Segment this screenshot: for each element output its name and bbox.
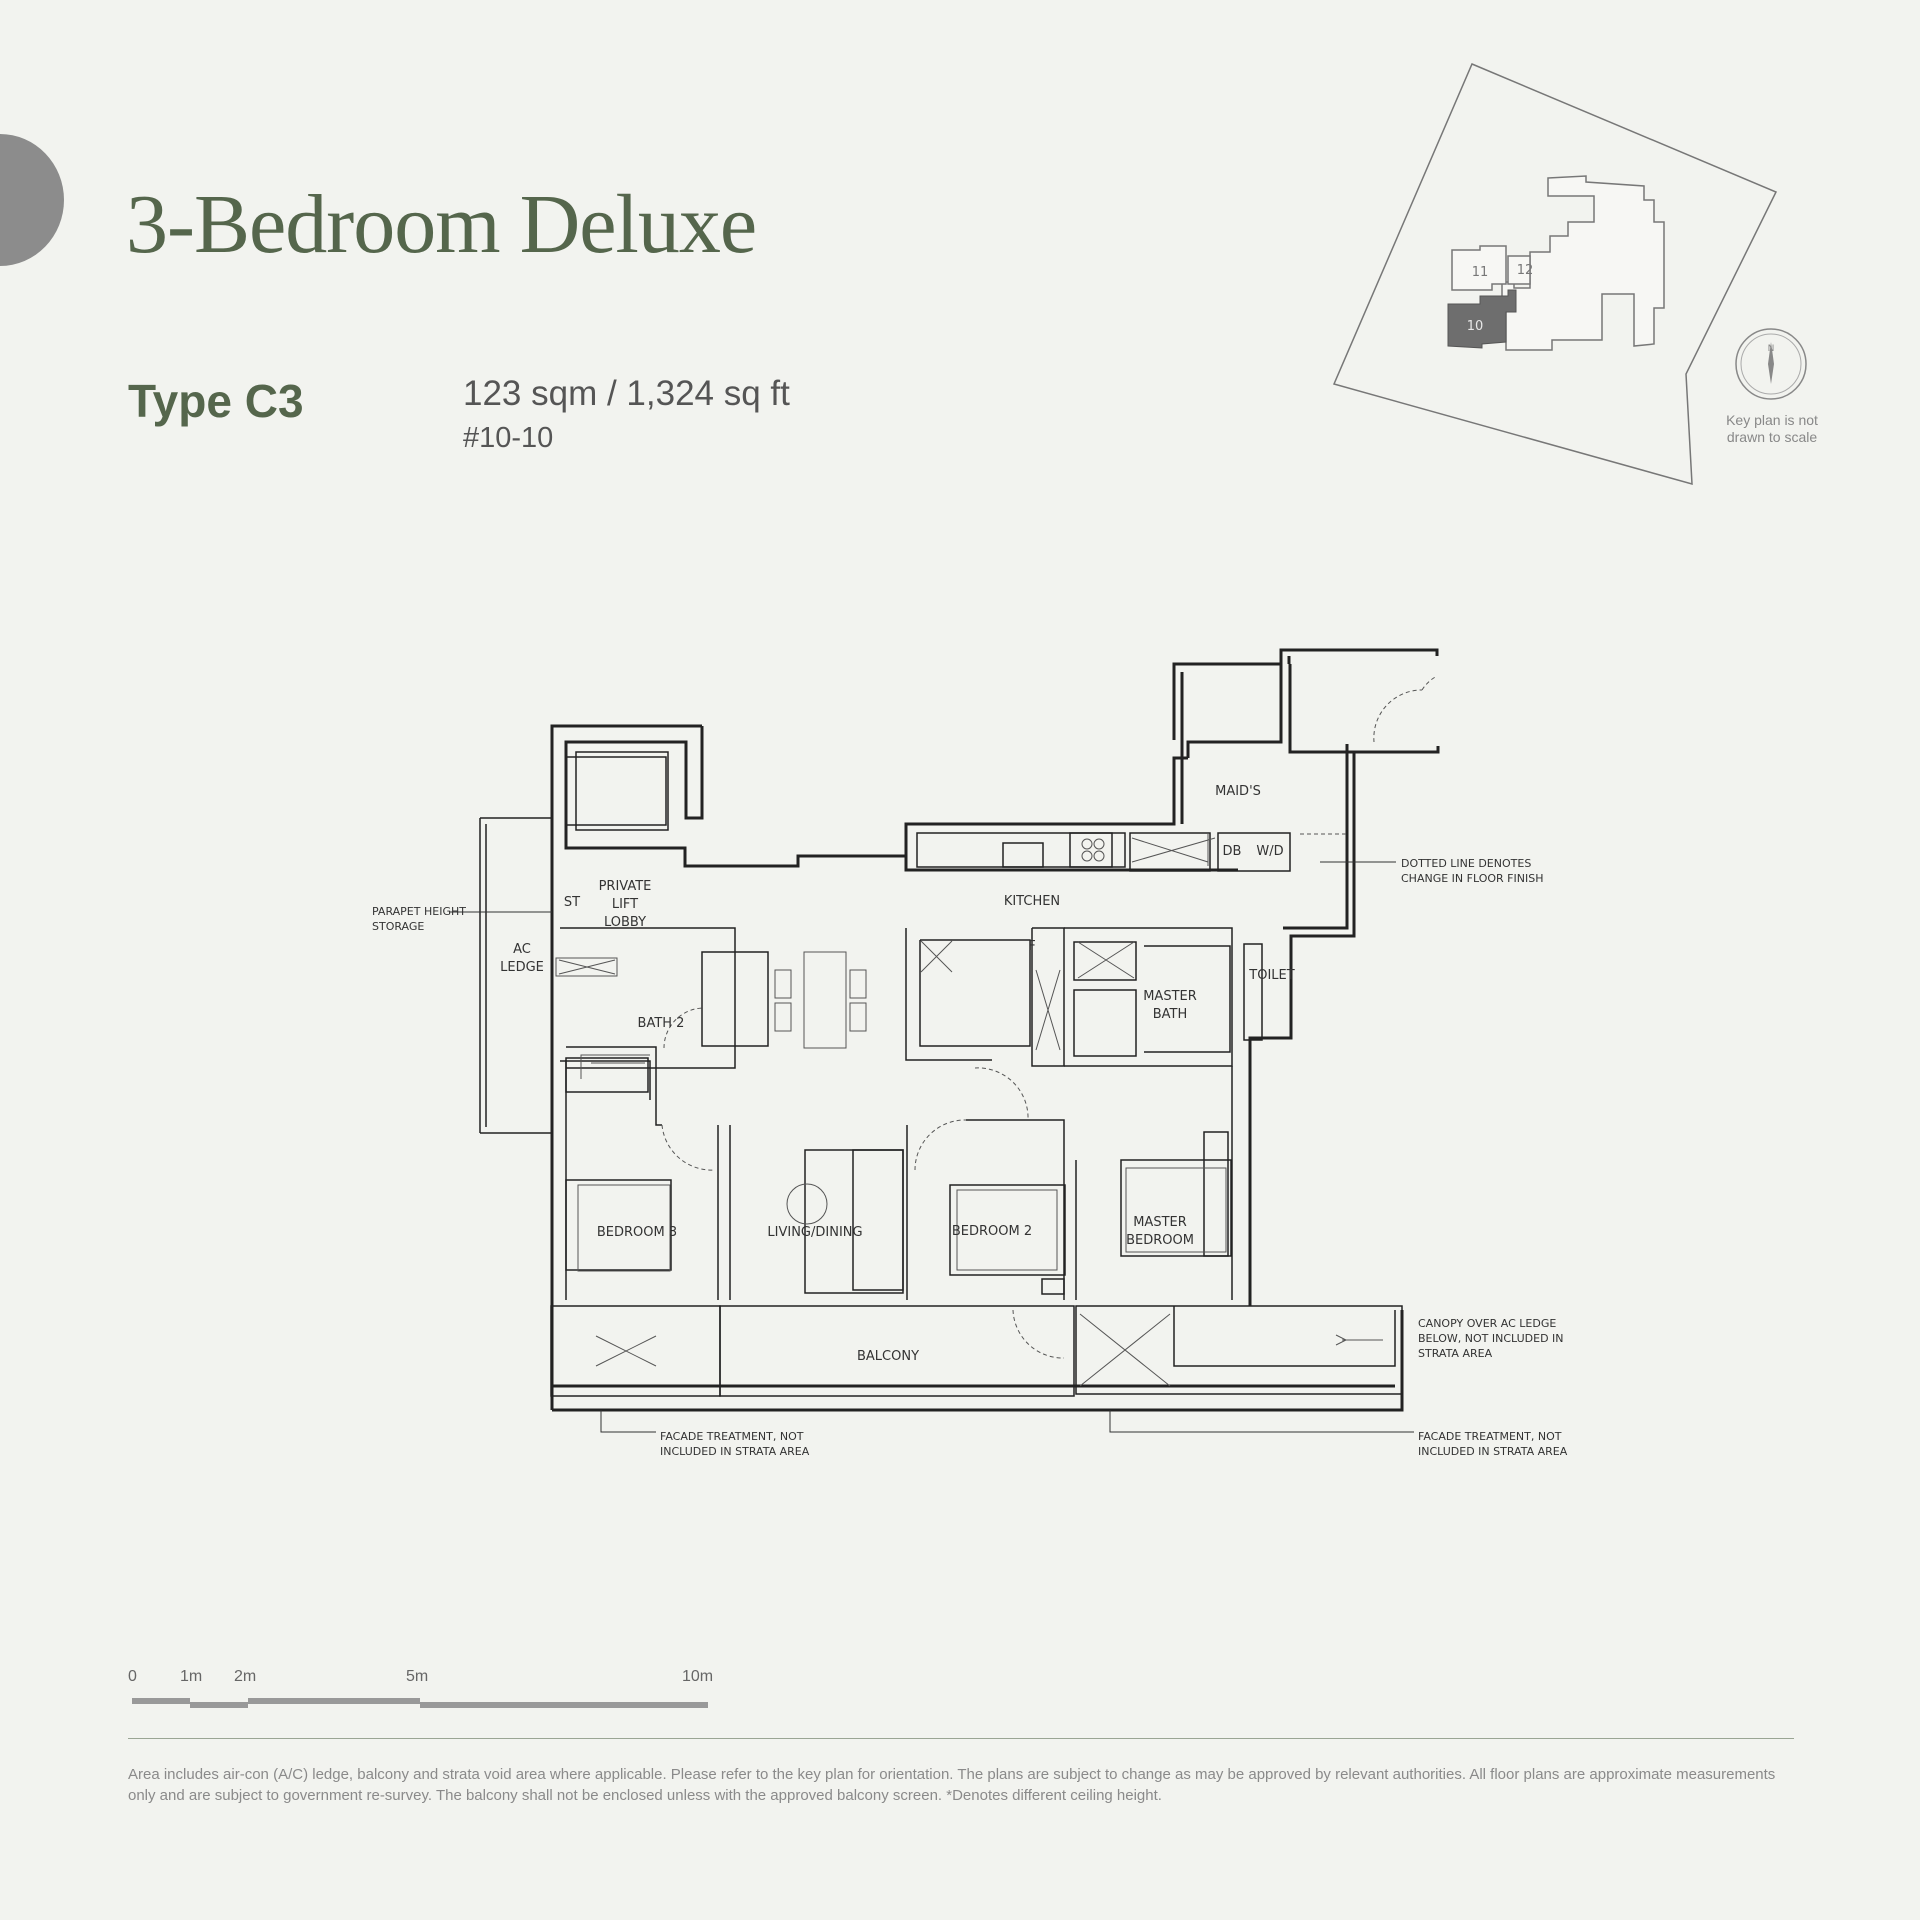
room-label-kitchen: KITCHEN [1004, 894, 1060, 909]
room-label-ac-ledge-1: AC [513, 942, 531, 957]
scale-label-5m: 5m [406, 1668, 429, 1685]
stack-12-outline [1507, 255, 1531, 285]
annotation-parapet-2: STORAGE [372, 920, 424, 933]
fridge-label: F [1028, 939, 1035, 954]
room-label-balcony: BALCONY [857, 1349, 919, 1364]
key-plan-note: Key plan is not drawn to scale [1726, 412, 1818, 445]
compass-letter: N [1768, 344, 1775, 354]
interior-walls [479, 751, 1403, 1397]
room-label-living-dining: LIVING/DINING [767, 1225, 862, 1240]
footer-divider [128, 1738, 1794, 1739]
room-label-master-bedroom-2: BEDROOM [1126, 1233, 1194, 1248]
door-swings [661, 675, 1438, 1359]
annotation-facade-right-1: FACADE TREATMENT, NOT [1418, 1430, 1562, 1443]
stack-10-highlight [1447, 289, 1517, 349]
room-label-lobby-3: LOBBY [604, 915, 646, 930]
room-label-master-bedroom-1: MASTER [1133, 1215, 1187, 1230]
building-outline [1501, 175, 1665, 351]
room-label-toilet: TOILET [1248, 968, 1294, 983]
unit-number: #10-10 [463, 422, 554, 454]
floor-plan: MAID'S KITCHEN PRIVATE LIFT LOBBY AC LED… [372, 648, 1568, 1458]
exterior-walls [550, 648, 1440, 1412]
annotation-facade-left-1: FACADE TREATMENT, NOT [660, 1430, 804, 1443]
room-label-master-bath-2: BATH [1153, 1007, 1188, 1022]
key-plan: 11 12 10 N [1332, 63, 1807, 486]
room-label-bedroom-3: BEDROOM 3 [597, 1225, 677, 1240]
unit-type-label: Type C3 [128, 375, 304, 427]
room-label-bath-2: BATH 2 [638, 1016, 685, 1031]
db-label: DB [1223, 844, 1242, 859]
unit-area: 123 sqm / 1,324 sq ft [463, 374, 790, 413]
annotation-facade-left-2: INCLUDED IN STRATA AREA [660, 1445, 810, 1458]
stack-11-outline [1451, 245, 1507, 291]
annotation-canopy-1: CANOPY OVER AC LEDGE [1418, 1317, 1556, 1330]
wm-label: W/D [1256, 844, 1283, 859]
scale-label-10m: 10m [682, 1668, 714, 1685]
room-label-lobby-1: PRIVATE [599, 879, 652, 894]
stack-label-12: 12 [1517, 263, 1534, 278]
scale-bar-graphic [132, 1698, 708, 1708]
room-label-maids: MAID'S [1215, 784, 1261, 799]
room-label-bedroom-2: BEDROOM 2 [952, 1224, 1032, 1239]
storage-label: ST [564, 895, 580, 910]
plan-annotations: PARAPET HEIGHT STORAGE DOTTED LINE DENOT… [372, 857, 1568, 1458]
annotation-dotted-1: DOTTED LINE DENOTES [1401, 857, 1531, 870]
furniture [555, 834, 1383, 1387]
stack-label-10: 10 [1467, 319, 1484, 334]
room-label-lobby-2: LIFT [612, 897, 638, 912]
scale-label-0: 0 [128, 1668, 137, 1685]
annotation-dotted-2: CHANGE IN FLOOR FINISH [1401, 872, 1543, 885]
scale-label-2m: 2m [234, 1668, 257, 1685]
plan-labels: MAID'S KITCHEN PRIVATE LIFT LOBBY AC LED… [500, 784, 1295, 1364]
annotation-canopy-3: STRATA AREA [1418, 1347, 1493, 1360]
room-label-ac-ledge-2: LEDGE [500, 960, 544, 975]
annotation-canopy-2: BELOW, NOT INCLUDED IN [1418, 1332, 1564, 1345]
site-boundary [1332, 63, 1778, 486]
annotation-facade-right-2: INCLUDED IN STRATA AREA [1418, 1445, 1568, 1458]
scale-bar: 0 1m 2m 5m 10m [124, 1668, 724, 1708]
stack-label-11: 11 [1472, 265, 1489, 280]
compass-icon: N [1735, 328, 1807, 400]
footer-disclaimer: Area includes air-con (A/C) ledge, balco… [128, 1766, 1776, 1804]
room-label-master-bath-1: MASTER [1143, 989, 1197, 1004]
page-title: 3-Bedroom Deluxe [126, 178, 757, 271]
annotation-parapet-1: PARAPET HEIGHT [372, 905, 466, 918]
scale-label-1m: 1m [180, 1668, 203, 1685]
